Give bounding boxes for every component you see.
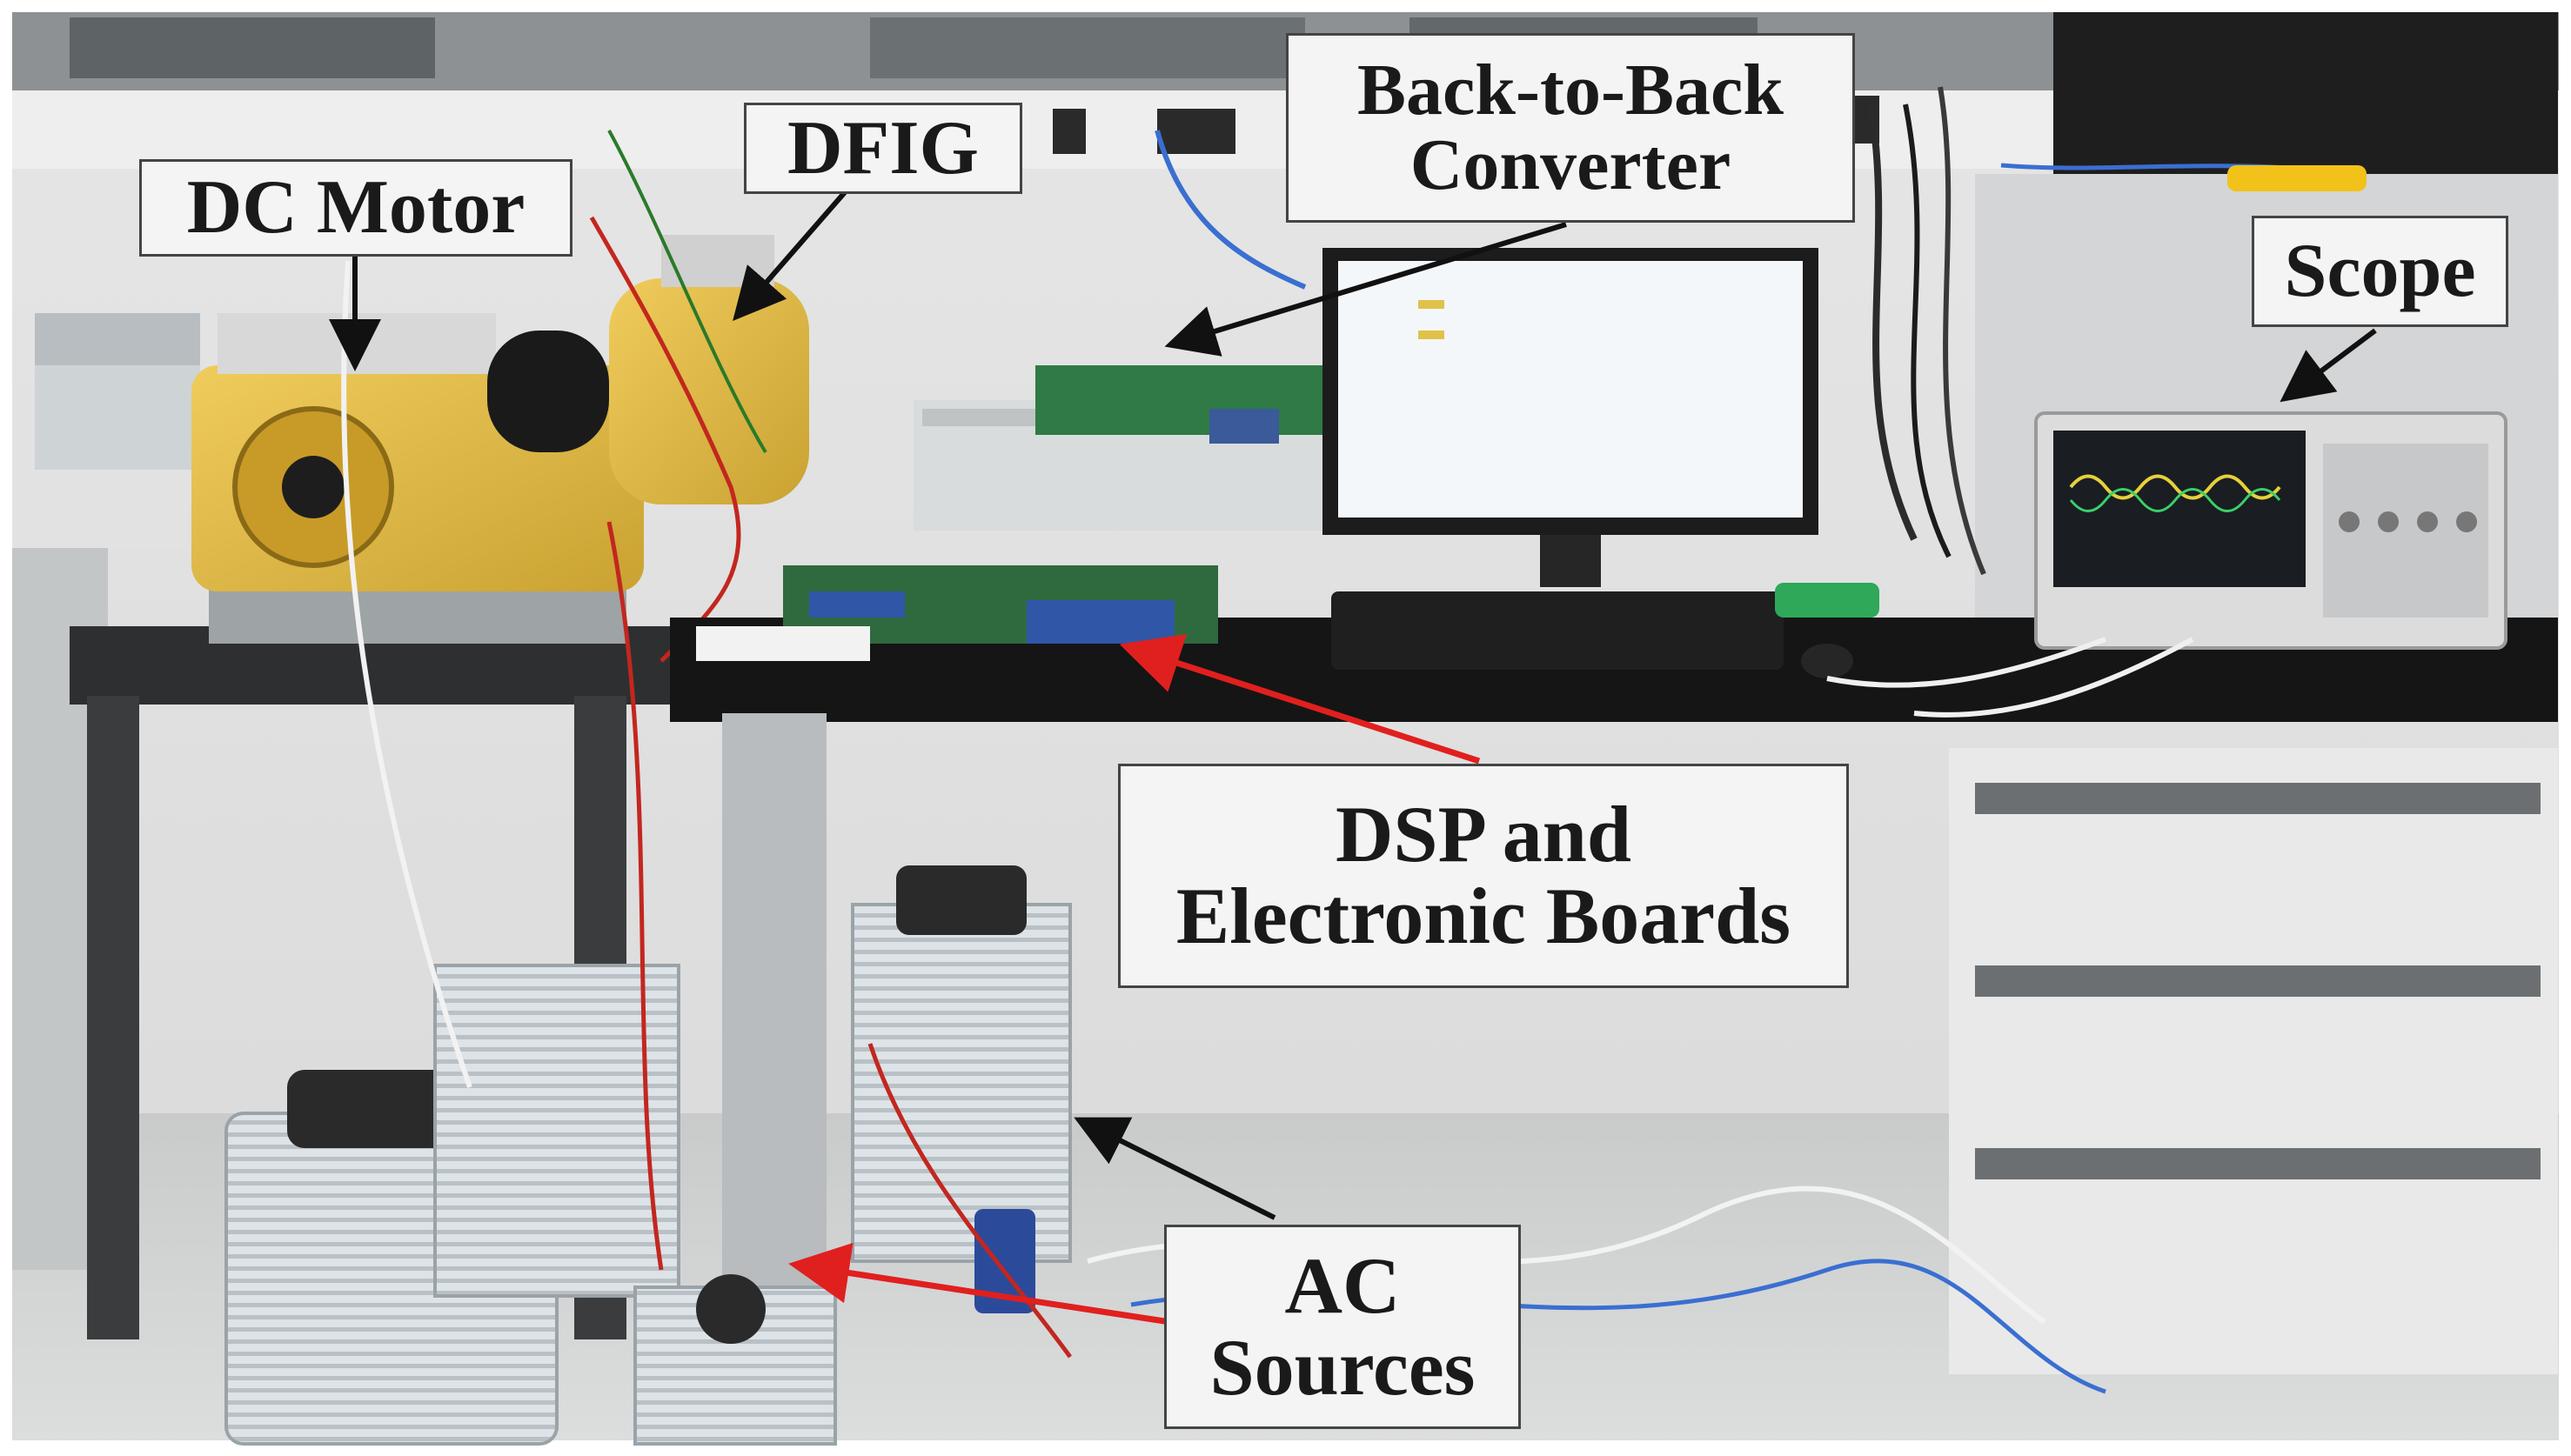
label-ac-line1: AC bbox=[1284, 1240, 1401, 1330]
clamp-meter bbox=[2227, 165, 2367, 191]
label-scope: Scope bbox=[2252, 216, 2508, 327]
scope-screen bbox=[2053, 431, 2306, 587]
mouse bbox=[1801, 644, 1853, 678]
arrow-dfig bbox=[733, 177, 860, 322]
wall-socket bbox=[1157, 109, 1235, 154]
label-dsp-line1: DSP and bbox=[1335, 790, 1632, 879]
bench-leg bbox=[722, 713, 827, 1322]
label-back-to-back-converter: Back-to-Back Converter bbox=[1286, 33, 1855, 223]
dfig-body bbox=[609, 278, 809, 504]
label-ac-sources: AC Sources bbox=[1164, 1225, 1521, 1429]
keyboard bbox=[1331, 591, 1784, 670]
label-dfig: DFIG bbox=[744, 103, 1022, 194]
converter-pcb bbox=[1035, 365, 1322, 435]
motor-base bbox=[209, 583, 626, 644]
variac-center bbox=[851, 903, 1072, 1263]
monitor-screen bbox=[1338, 261, 1803, 518]
monitor-dark bbox=[2053, 12, 2558, 177]
label-dsp-boards: DSP and Electronic Boards bbox=[1118, 764, 1849, 988]
label-dc-motor-text: DC Motor bbox=[186, 165, 526, 250]
wall-socket bbox=[1053, 109, 1086, 154]
label-b2b-line2: Converter bbox=[1409, 124, 1731, 205]
arrow-converter bbox=[1164, 222, 1567, 357]
label-dsp-line2: Electronic Boards bbox=[1175, 872, 1791, 960]
coupling bbox=[487, 331, 609, 452]
arrow-scope bbox=[2280, 328, 2377, 403]
label-ac-line2: Sources bbox=[1209, 1322, 1476, 1412]
arrow-ac-red bbox=[788, 1242, 1171, 1326]
drawer-unit bbox=[1949, 748, 2558, 1374]
arrow-dsp-red bbox=[1119, 634, 1481, 765]
label-b2b-line1: Back-to-Back bbox=[1357, 50, 1784, 131]
label-dc-motor: DC Motor bbox=[139, 159, 572, 257]
label-dfig-text: DFIG bbox=[787, 105, 979, 190]
label-scope-text: Scope bbox=[2284, 229, 2476, 314]
variac-back bbox=[433, 964, 680, 1298]
multimeter bbox=[974, 1209, 1035, 1313]
arrow-ac-black bbox=[1074, 1117, 1276, 1220]
